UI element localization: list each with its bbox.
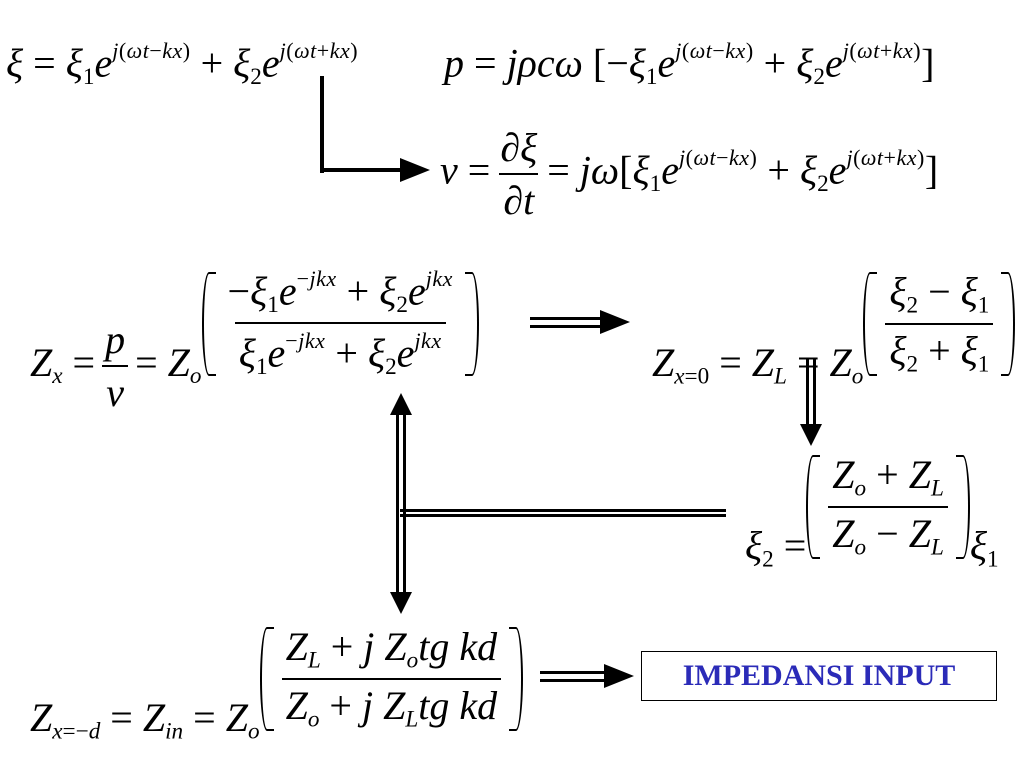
result-label: IMPEDANSI INPUT: [682, 659, 956, 692]
t-connector-horizontal-bottom: [400, 514, 726, 517]
double-arrow-shaft-right-down: [813, 358, 816, 428]
double-arrow-shaft-left-down: [806, 358, 809, 428]
connector-horizontal-1: [320, 168, 402, 172]
arrow-down-icon: [800, 424, 822, 446]
arrow-up-icon: [390, 393, 412, 415]
double-arrow-shaft-top-2: [540, 671, 608, 674]
result-label-box: IMPEDANSI INPUT: [641, 651, 997, 701]
double-arrow-shaft-top-1: [530, 317, 602, 320]
double-arrow-right-icon: [600, 310, 630, 334]
double-arrow-shaft-bottom-2: [540, 679, 608, 682]
arrow-right-icon: [400, 158, 430, 182]
arrow-down-icon-2: [390, 592, 412, 614]
vertical-double-shaft-right: [403, 414, 406, 596]
double-arrow-right-icon-2: [604, 664, 634, 688]
displacement-equation: ξ = ξ1ej(ωt−kx) + ξ2ej(ωt+kx): [6, 38, 359, 91]
double-arrow-shaft-bottom-1: [530, 325, 602, 328]
velocity-equation: v =∂ξ∂t= jω[ξ1ej(ωt−kx) + ξ2ej(ωt+kx)]: [440, 125, 939, 223]
pressure-equation: p = jρcω [−ξ1ej(ωt−kx) + ξ2ej(ωt+kx)]: [444, 38, 935, 91]
t-connector-horizontal-top: [400, 509, 726, 512]
connector-vertical-1: [320, 76, 324, 173]
vertical-double-shaft-left: [396, 414, 399, 596]
